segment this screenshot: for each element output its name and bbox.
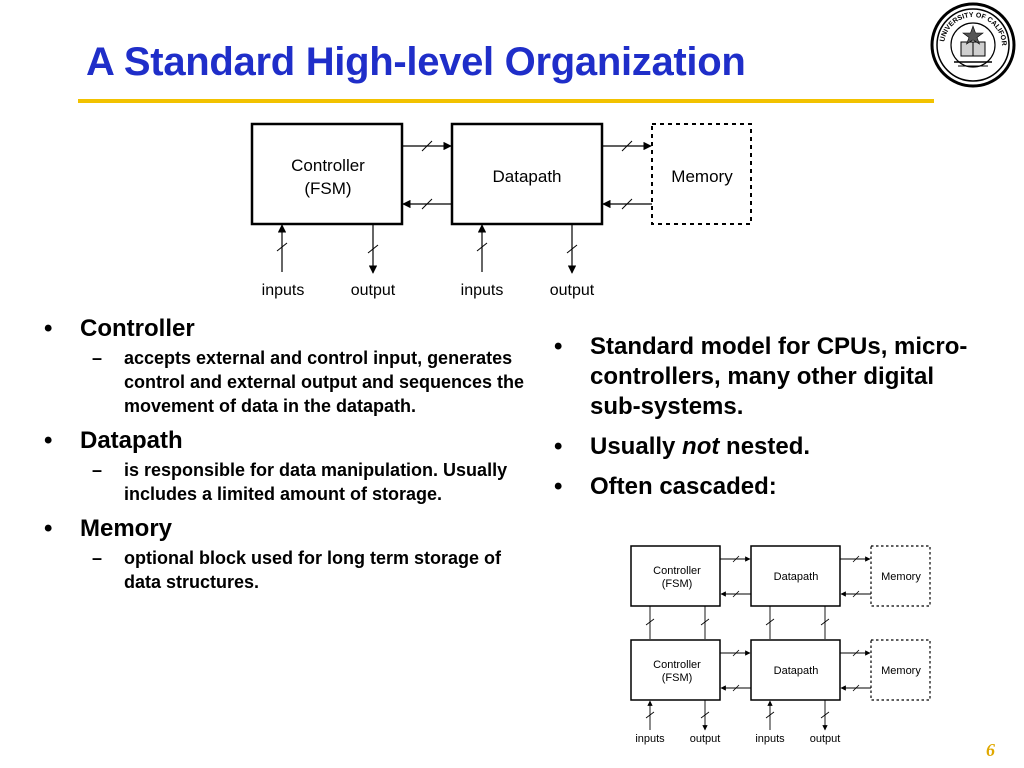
cascade-inputs-label-2: inputs [755, 733, 785, 745]
page-number: 6 [986, 740, 995, 760]
cascade-controller-label-bottom: Controller [653, 659, 701, 671]
sub-bullet: – accepts external and control input, ge… [80, 346, 536, 418]
sub-bullet-text: optional block used for long term storag… [124, 548, 502, 592]
cascade-fsm-label-top: (FSM) [662, 578, 693, 590]
output-label-2: output [550, 282, 595, 299]
sub-bullet: – is responsible for data manipulation. … [80, 458, 536, 506]
main-diagram: Controller (FSM) Datapath Memory inputs … [250, 122, 752, 299]
cascade-controller-label-top: Controller [653, 565, 701, 577]
dash-marker: – [92, 460, 103, 480]
cascade-datapath-box-bottom [750, 639, 841, 701]
bullet-datapath: • Datapath – is responsible for data man… [36, 426, 536, 506]
bullet-cascaded: • Often cascaded: [548, 472, 968, 502]
inputs-label-2: inputs [461, 282, 504, 299]
controller-label: Controller [291, 156, 365, 175]
slide-title: A Standard High-level Organization [86, 40, 746, 84]
bullet-marker: • [554, 433, 563, 460]
cascade-output-label-2: output [810, 733, 841, 745]
cascade-datapath-box-top [750, 545, 841, 607]
bullet-marker: • [44, 427, 53, 454]
sub-bullet-text: is responsible for data manipulation. Us… [124, 460, 508, 504]
cascade-fsm-label-bottom: (FSM) [662, 672, 693, 684]
cascade-diagram: Controller (FSM) Datapath Memory Control… [630, 545, 931, 745]
cascade-controller-box-bottom [630, 639, 721, 701]
bullet-not-nested: • Usually not nested. [548, 432, 968, 462]
controller-box [250, 122, 404, 226]
cascade-datapath-label-top: Datapath [774, 571, 819, 583]
bullet-text-post: nested. [719, 433, 811, 460]
dash-marker: – [92, 348, 103, 368]
bullet-text: Standard model for CPUs, micro-controlle… [590, 333, 968, 420]
inputs-label-1: inputs [262, 282, 305, 299]
cascade-output-label-1: output [690, 733, 721, 745]
bullet-label: Controller [80, 315, 195, 342]
cascade-memory-box-top [870, 545, 931, 607]
bullet-text: Often cascaded: [590, 473, 777, 500]
left-bullet-list: • Controller – accepts external and cont… [36, 314, 536, 602]
cascade-memory-box-bottom [870, 639, 931, 701]
bullet-label: Memory [80, 515, 173, 542]
sub-bullet-text: accepts external and control input, gene… [124, 348, 525, 416]
dash-marker: – [92, 548, 103, 568]
bullet-label: Datapath [80, 427, 183, 454]
cascade-memory-label-top: Memory [881, 571, 921, 583]
cascade-controller-box-top [630, 545, 721, 607]
output-label-1: output [351, 282, 396, 299]
datapath-label: Datapath [493, 167, 562, 186]
bullet-text-emphasis: not [682, 433, 720, 460]
university-seal-icon: THE UNIVERSITY OF CALIFORNIA [928, 2, 1016, 88]
right-bullet-list: • Standard model for CPUs, micro-control… [548, 332, 968, 512]
datapath-box [450, 122, 604, 226]
bullet-marker: • [554, 333, 563, 360]
title-underline [78, 99, 934, 103]
bullet-controller: • Controller – accepts external and cont… [36, 314, 536, 418]
cascade-datapath-label-bottom: Datapath [774, 665, 819, 677]
bullet-marker: • [554, 473, 563, 500]
bullet-memory: • Memory – optional block used for long … [36, 514, 536, 594]
controller-fsm-label: (FSM) [304, 179, 351, 198]
bullet-text-pre: Usually [590, 433, 683, 460]
memory-box [651, 123, 752, 225]
bullet-marker: • [44, 315, 53, 342]
cascade-memory-label-bottom: Memory [881, 665, 921, 677]
memory-label: Memory [671, 167, 733, 186]
sub-bullet: – optional block used for long term stor… [80, 546, 536, 594]
bullet-marker: • [44, 515, 53, 542]
cascade-inputs-label-1: inputs [635, 733, 665, 745]
bullet-standard-model: • Standard model for CPUs, micro-control… [548, 332, 968, 422]
